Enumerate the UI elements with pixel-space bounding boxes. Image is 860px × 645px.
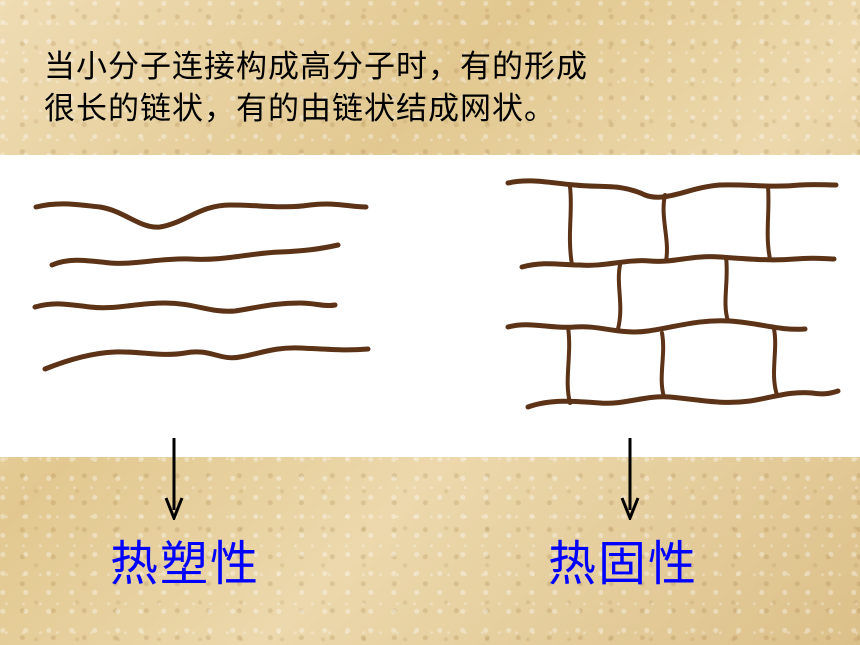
thermoplastic-label: 热塑性 (110, 536, 261, 592)
crosslink-1 (567, 185, 574, 267)
linear-chain-2 (49, 242, 341, 268)
caption-line-2: 很长的链状，有的由链状结成网状。 (44, 91, 556, 127)
crosslink-2 (661, 193, 669, 263)
linear-chain-4 (42, 345, 371, 372)
crosslink-6 (565, 325, 572, 405)
network-chain-4 (525, 388, 841, 410)
crosslink-4 (616, 263, 623, 331)
caption-line-1: 当小分子连接构成高分子时，有的形成 (44, 49, 588, 85)
network-chain-3 (505, 318, 808, 335)
network-crosslinks (565, 185, 779, 405)
down-arrow-icon (620, 438, 640, 520)
linear-chains (32, 201, 371, 372)
diagram-panel (0, 155, 860, 457)
polymer-diagram (32, 178, 841, 410)
network-chain-1 (505, 178, 839, 200)
crosslink-3 (765, 185, 772, 261)
linear-chain-1 (33, 201, 369, 230)
linear-chain-3 (32, 300, 338, 314)
crosslink-5 (723, 255, 730, 323)
caption-text: 当小分子连接构成高分子时，有的形成 很长的链状，有的由链状结成网状。 (44, 46, 744, 130)
network-chain-2 (519, 254, 837, 270)
crosslink-7 (659, 331, 666, 399)
thermoset-label: 热固性 (548, 536, 699, 592)
down-arrow-icon (164, 438, 184, 520)
crosslink-8 (772, 327, 779, 397)
network-structure (505, 178, 841, 410)
